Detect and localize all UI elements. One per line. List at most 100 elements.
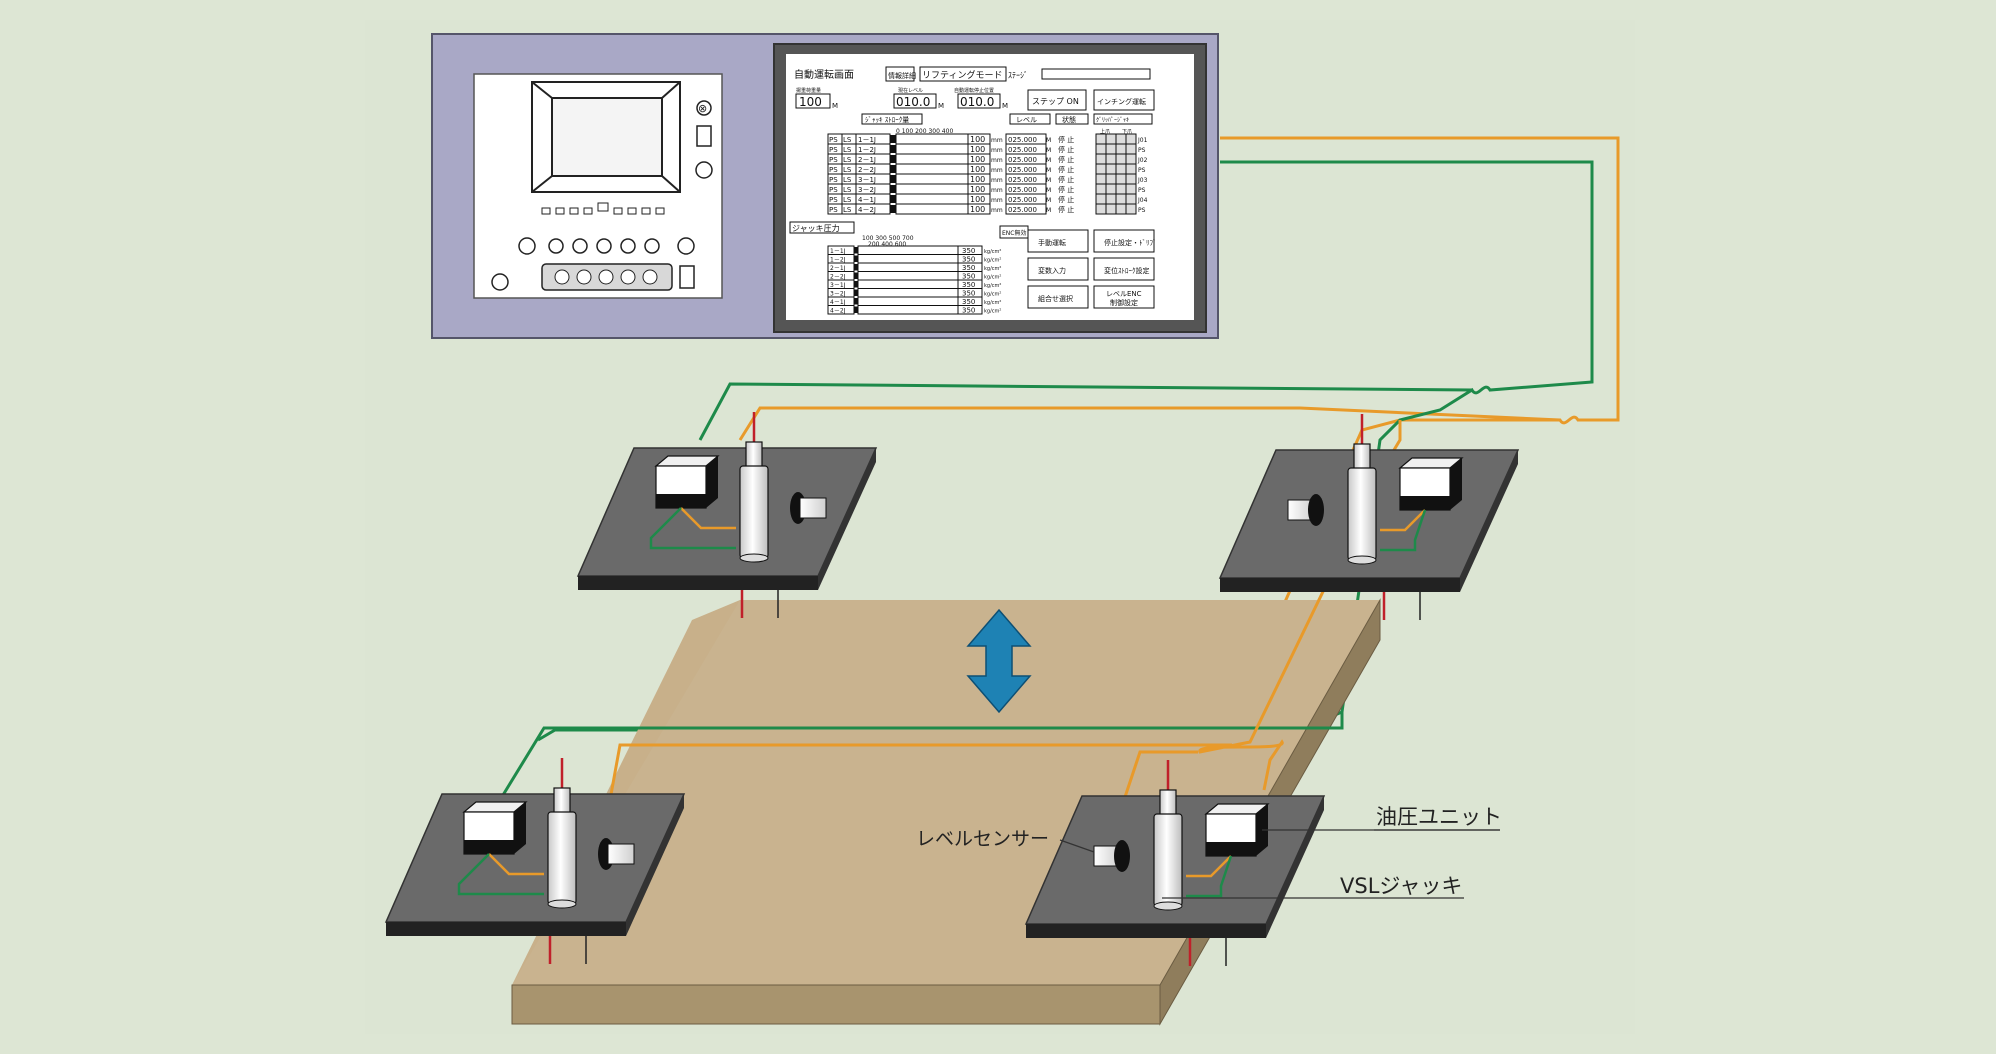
panel-button: [597, 202, 609, 212]
hydraulic-unit-side: [706, 456, 718, 508]
stroke-row-tag: PS: [1138, 147, 1146, 154]
stroke-row-value: 100: [970, 145, 985, 154]
knob-strip-dials: [554, 269, 658, 285]
gripper-cell: [1095, 153, 1107, 165]
pressure-bar: [854, 247, 858, 254]
hydraulic-unit-base: [1206, 842, 1256, 856]
slab-front-face: [511, 984, 1161, 1025]
dial-icon: [576, 269, 592, 285]
gripper-cell: [1105, 193, 1117, 205]
pressure-row-unit: kg/cm²: [984, 275, 1001, 281]
mode-label: リフティングモード: [922, 69, 1002, 81]
stroke-row-unit: mm: [991, 167, 1003, 174]
pressure-row-name: 1－2J: [830, 257, 846, 264]
stroke-row-level: 025.000: [1008, 196, 1037, 204]
selector-knob-icon: [491, 273, 509, 291]
pressure-bar: [854, 281, 858, 288]
stroke-row-tag: J01: [1137, 137, 1148, 144]
stroke-row-level: 025.000: [1008, 146, 1037, 154]
pressure-header: ジャッキ圧力: [792, 223, 840, 233]
stroke-grid-cell: [895, 203, 969, 215]
panel-knob-row: [491, 237, 695, 291]
pressure-row-name: 3－2J: [830, 291, 846, 298]
panel-button: [583, 207, 593, 215]
stroke-row-id2: LS: [843, 186, 852, 194]
bezel-corner: [661, 81, 681, 99]
stroke-bar: [890, 175, 896, 183]
inching-button-label: インチング運転: [1097, 97, 1146, 106]
gripper-cell: [1125, 203, 1137, 215]
hydraulic-unit-base: [656, 494, 706, 508]
gripper-cell: [1105, 183, 1117, 195]
level-sensor-body: [799, 497, 827, 519]
field2-value: 010.0: [896, 95, 930, 109]
pressure-row-unit: kg/cm²: [984, 292, 1001, 298]
key-switch-icon: [695, 161, 713, 179]
stroke-row-level-unit: M: [1046, 147, 1051, 154]
screen-title: 自動運転画面: [794, 68, 854, 81]
hydraulic-unit-base: [1400, 496, 1450, 510]
stroke-row-name: 1－2J: [858, 146, 876, 154]
stroke-row-status: 停 止: [1058, 155, 1074, 164]
stroke-row-unit: mm: [991, 187, 1003, 194]
green-cable-bottom: [498, 712, 1344, 801]
stroke-row-status: 停 止: [1058, 205, 1074, 214]
pressure-bar: [854, 289, 858, 296]
field2-box: [893, 93, 937, 109]
stroke-row-status: 停 止: [1058, 135, 1074, 144]
panel-button: [569, 207, 579, 215]
level-header: レベル: [1016, 116, 1037, 124]
stroke-row-level-unit: M: [1046, 157, 1051, 164]
field3-unit: M: [1002, 102, 1008, 110]
stroke-row-level-unit: M: [1046, 177, 1051, 184]
panel-switch-icon: [679, 265, 695, 289]
monitor-bezel: [551, 97, 663, 177]
panel-button: [541, 207, 551, 215]
lamp-cross: ⊗: [698, 102, 707, 115]
stroke-row-value: 100: [970, 135, 985, 144]
stroke-header: ｼﾞｬｯｷ ｽﾄﾛｰｸ量: [865, 116, 909, 124]
panel-button-row: [541, 202, 665, 215]
pressure-bar: [854, 272, 858, 279]
stroke-row-level: 025.000: [1008, 186, 1037, 194]
screen-button-label2: 制御設定: [1110, 298, 1138, 307]
indicator-lamp-icon: [696, 100, 712, 116]
pressure-grid-cell: [857, 245, 959, 255]
gripper-cell: [1105, 173, 1117, 185]
stroke-row-name: 2－1J: [858, 156, 876, 164]
up-down-arrow-icon: [966, 608, 1032, 714]
orange-cable-bottom-right: [1122, 750, 1198, 801]
status-header: 状態: [1062, 115, 1076, 124]
level-sensor-body: [607, 843, 635, 865]
stroke-row-id1: PS: [829, 186, 838, 194]
stroke-row-value: 100: [970, 155, 985, 164]
level-sensor-leader: [1059, 839, 1095, 853]
pressure-row-name: 2－2J: [830, 274, 846, 281]
pressure-grid-cell: [857, 305, 959, 315]
stroke-bar: [890, 135, 896, 143]
gripper-cell: [1105, 163, 1117, 175]
pressure-header-box: [789, 221, 855, 234]
stroke-row-tag: J03: [1137, 177, 1148, 184]
info-button: [885, 66, 915, 82]
screen-button-label: 手動運転: [1038, 238, 1066, 247]
stroke-row-tag: PS: [1138, 207, 1146, 214]
field1-label: 揚重荷重量: [796, 87, 821, 94]
gripper-cell: [1115, 203, 1127, 215]
step-button: [1027, 89, 1087, 111]
gripper-cell: [1095, 203, 1107, 215]
stroke-row-id1: PS: [829, 146, 838, 154]
pressure-row-name: 2－1J: [830, 265, 846, 272]
green-local-wire: [1186, 855, 1233, 898]
stroke-row-id1: PS: [829, 206, 838, 214]
cables-lower: [498, 420, 1402, 801]
gripper-cell: [1125, 163, 1137, 175]
stroke-bar: [890, 155, 896, 163]
stroke-row-value: 100: [970, 175, 985, 184]
vsl-jack-body: [739, 465, 769, 559]
stroke-row-level-unit: M: [1046, 197, 1051, 204]
gripper-cell: [1095, 143, 1107, 155]
pressure-row-name: 4－2J: [830, 308, 846, 315]
plate-side: [626, 794, 684, 936]
